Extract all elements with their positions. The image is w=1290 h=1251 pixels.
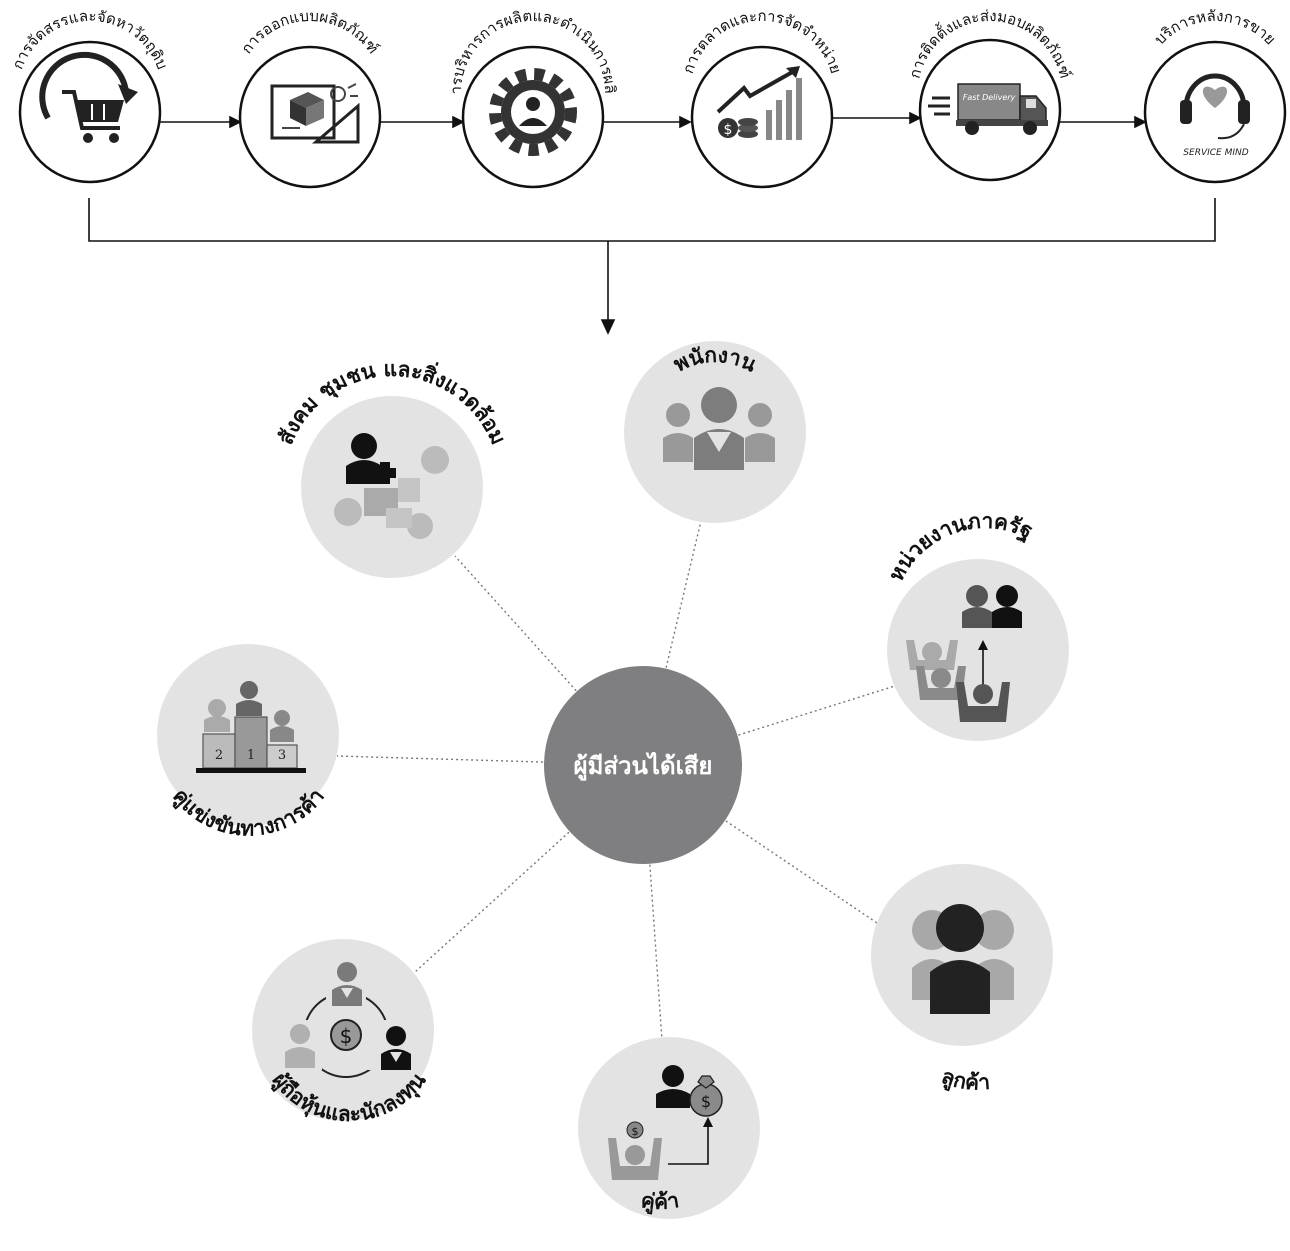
- stakeholder-customers: ลูกค้า: [871, 864, 1053, 1095]
- truck-text: Fast Delivery: [963, 93, 1016, 102]
- stakeholder-competitors: 2 1 3 คู่แข่งขันทางการค้า: [157, 644, 339, 841]
- bracket-connector: [88, 198, 1216, 335]
- process-step-procurement: การจัดสรรและจัดหาวัตถุดิบ: [9, 7, 171, 184]
- podium-number: 2: [215, 748, 223, 763]
- currency-symbol: $: [701, 1092, 711, 1111]
- delivery-truck-icon: Fast Delivery: [928, 83, 1048, 135]
- trade-partners-icon: $ $: [608, 1065, 723, 1180]
- currency-symbol: $: [632, 1125, 639, 1138]
- currency-symbol: $: [340, 1024, 353, 1048]
- service-text: SERVICE MIND: [1183, 148, 1248, 158]
- blueprint-design-icon: [270, 83, 360, 144]
- podium-number: 1: [247, 748, 255, 763]
- process-step-delivery: Fast Delivery การติดตั้งและส่งมอบผลิตภัณ…: [906, 7, 1074, 182]
- stakeholder-center: ผู้มีส่วนได้เสีย: [544, 666, 742, 864]
- customers-group-icon: [912, 904, 1014, 1014]
- currency-symbol: $: [724, 122, 733, 138]
- stakeholder-employees: พนักงาน: [624, 341, 806, 523]
- investors-cycle-icon: $: [282, 962, 416, 1078]
- process-arrows: [160, 111, 1147, 129]
- gear-person-icon: [489, 68, 577, 156]
- employees-group-icon: [663, 387, 775, 470]
- stakeholder-shareholders: $ ผู้ถือหุ้นและนักลงทุน: [252, 939, 434, 1126]
- podium-competitors-icon: 2 1 3: [196, 681, 306, 773]
- stakeholder-society: สังคม ชุมชน และสิ่งแวดล้อม: [272, 356, 512, 578]
- process-step-after-sales: SERVICE MIND บริการหลังการขาย: [1143, 7, 1287, 184]
- stakeholder-label: คู่ค้า: [639, 1187, 681, 1216]
- process-step-marketing: $ การตลาดและการจัดจำหน่าย: [679, 7, 845, 189]
- stakeholder-suppliers: $ $ คู่ค้า: [578, 1037, 760, 1219]
- process-chain: การจัดสรรและจัดหาวัตถุดิบ การออกแบบผลิตภ…: [0, 0, 1287, 335]
- shopping-cart-icon: [39, 51, 138, 143]
- podium-number: 3: [278, 748, 286, 763]
- stakeholder-label: ลูกค้า: [938, 1063, 991, 1095]
- government-people-icon: [906, 585, 1022, 722]
- community-puzzle-icon: [334, 433, 449, 539]
- stakeholder-government: หน่วยงานภาครัฐ: [883, 508, 1069, 741]
- sales-growth-chart-icon: $: [716, 66, 802, 140]
- center-label: ผู้มีส่วนได้เสีย: [574, 751, 713, 781]
- headset-heart-icon: SERVICE MIND: [1180, 73, 1250, 158]
- process-step-design: การออกแบบผลิตภัณฑ์: [237, 7, 382, 189]
